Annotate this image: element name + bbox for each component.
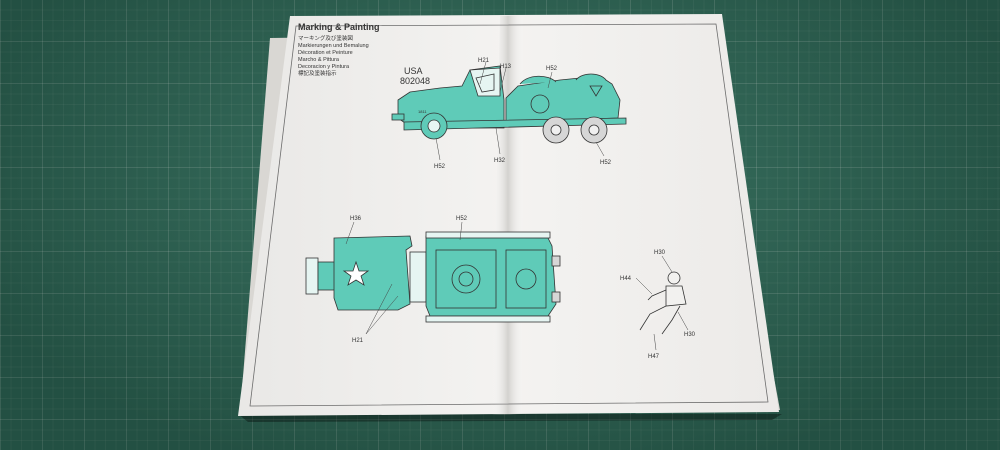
top-callout-lines — [345, 221, 463, 335]
page-frame — [249, 23, 769, 407]
callout-label: H30 — [654, 250, 666, 256]
subtitle-line: Markierungen und Bemalung — [298, 43, 369, 49]
callout-label: H52 — [600, 160, 612, 166]
figure-callout-lines — [635, 255, 689, 351]
side-callout-lines — [435, 61, 605, 161]
booklet-shadow — [238, 414, 782, 422]
subtitle-line: Décoration et Peinture — [298, 50, 353, 56]
truck-marking-usa: USA — [404, 66, 423, 76]
truck-marking-number: 802048 — [400, 76, 430, 86]
subtitle-line: Marcho & Pittura — [298, 57, 340, 63]
callout-label: H52 — [546, 66, 558, 72]
callout-label: H21 — [352, 338, 364, 344]
subtitle-line: 標記及塗装指示 — [298, 69, 337, 77]
seated-figure — [639, 271, 687, 335]
callout-label: H52 — [456, 216, 468, 222]
truck-bumper-text: 1811 — [418, 109, 427, 114]
callout-label: H32 — [494, 158, 506, 164]
callout-label: H44 — [620, 276, 632, 282]
subtitle-line: Decoracion y Pintura — [298, 64, 350, 70]
callout-label: H36 — [350, 216, 362, 222]
truck-side-view — [391, 65, 627, 144]
truck-top-view — [305, 231, 561, 323]
callout-label: H30 — [684, 332, 696, 338]
subtitle-block: マーキング及び塗装図 Markierungen und Bemalung Déc… — [298, 34, 369, 77]
callout-label: H52 — [434, 164, 446, 170]
subtitle-line: マーキング及び塗装図 — [298, 34, 353, 42]
callout-label: H47 — [648, 354, 660, 360]
callout-label: H13 — [500, 64, 512, 70]
page-title: Marking & Painting — [298, 22, 380, 32]
callout-label: H21 — [478, 58, 490, 64]
